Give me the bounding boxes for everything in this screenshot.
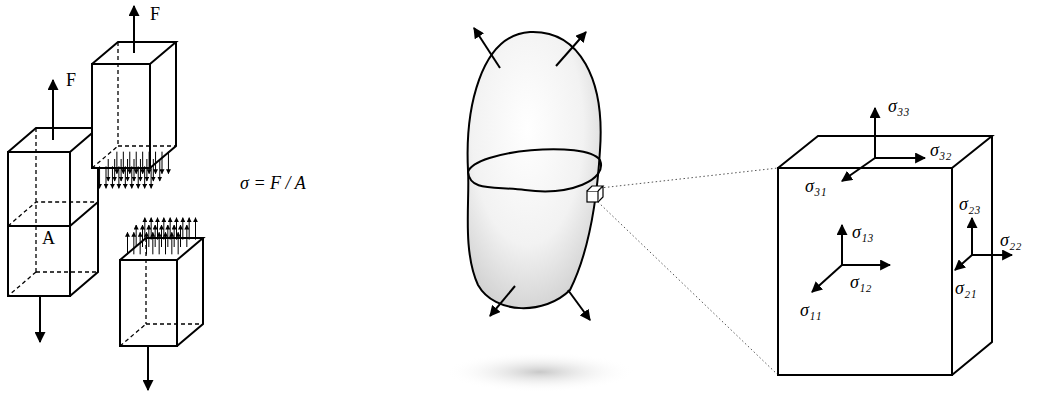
lower-half-cube [120, 238, 203, 390]
stress-arrow [167, 225, 168, 247]
stress-arrow [121, 159, 122, 181]
stress-element [778, 136, 992, 375]
stress-arrow [144, 166, 145, 188]
stress-arrow [146, 232, 147, 254]
stress-arrow [142, 225, 143, 247]
stress-arrow [155, 225, 156, 247]
stress-arrow [138, 166, 139, 188]
stress-arrow [168, 152, 169, 174]
force-label: A [42, 228, 55, 248]
stress-component-label: σ₂₃ [959, 194, 980, 214]
stress-arrow [178, 232, 179, 254]
stress-arrows-down [100, 152, 169, 189]
stress-component-label: σ₃₂ [930, 140, 951, 160]
stress-component-label: σ₃₃ [888, 96, 909, 116]
stress-arrow [127, 159, 128, 181]
upper-half-cube [92, 6, 176, 168]
stress-arrow [112, 166, 113, 188]
stress-arrow [182, 218, 183, 240]
stress-arrow [140, 159, 141, 181]
stress-arrow [134, 159, 135, 181]
stress-arrow [142, 152, 143, 174]
bar-cube [8, 80, 98, 342]
stress-arrow [114, 159, 115, 181]
stress-arrow [159, 232, 160, 254]
stress-arrow [151, 218, 152, 240]
stress-arrow [144, 218, 145, 240]
stress-arrows-up [128, 218, 196, 255]
stress-arrow [118, 166, 119, 188]
stress-arrow [157, 218, 158, 240]
formula: σ = F / A [240, 173, 306, 193]
stress-arrow [163, 218, 164, 240]
stress-arrow [146, 159, 147, 181]
stress-arrow [129, 152, 130, 174]
stress-arrow [136, 152, 137, 174]
stress-component-arrows [812, 108, 1012, 292]
loaded-body [468, 32, 601, 308]
stress-arrow [123, 152, 124, 174]
stress-arrow [108, 159, 109, 181]
stress-component-label: σ₂₂ [1000, 230, 1021, 250]
stress-arrow [189, 218, 190, 240]
stress-arrow [153, 159, 154, 181]
stress-arrow [149, 152, 150, 174]
stress-arrow [131, 166, 132, 188]
stress-arrow [152, 232, 153, 254]
stress-arrow [195, 218, 196, 240]
stress-component-label: σ₁₁ [800, 300, 821, 320]
cut-plane [468, 149, 601, 191]
stress-arrow [116, 152, 117, 174]
stress-arrow [162, 152, 163, 174]
stress-arrow [133, 232, 134, 254]
stress-arrow [171, 232, 172, 254]
stress-arrow [136, 225, 137, 247]
stress-arrow [174, 225, 175, 247]
load-arrows [474, 28, 590, 320]
stress-arrow [148, 225, 149, 247]
stress-arrow [165, 232, 166, 254]
stress-arrow [99, 166, 100, 188]
shadow [445, 352, 635, 392]
zoom-lines [598, 168, 778, 375]
stress-component-label: σ₂₁ [955, 278, 976, 298]
stress-arrow [155, 152, 156, 174]
stress-arrow [106, 166, 107, 188]
stress-arrow [161, 225, 162, 247]
stress-arrow [176, 218, 177, 240]
stress-component-label: σ₁₃ [852, 222, 873, 242]
stress-arrow [127, 232, 128, 254]
stress-component-label: σ₃₁ [805, 176, 826, 196]
stress-arrow [159, 159, 160, 181]
stress-arrow [180, 225, 181, 247]
stress-component-label: σ₁₂ [850, 272, 871, 292]
stress-arrow [140, 232, 141, 254]
stress-arrow [125, 166, 126, 188]
force-label: F [150, 4, 160, 24]
stress-arrow [170, 218, 171, 240]
force-label: F [66, 70, 76, 90]
stress-arrow [186, 225, 187, 247]
stress-arrow [151, 166, 152, 188]
